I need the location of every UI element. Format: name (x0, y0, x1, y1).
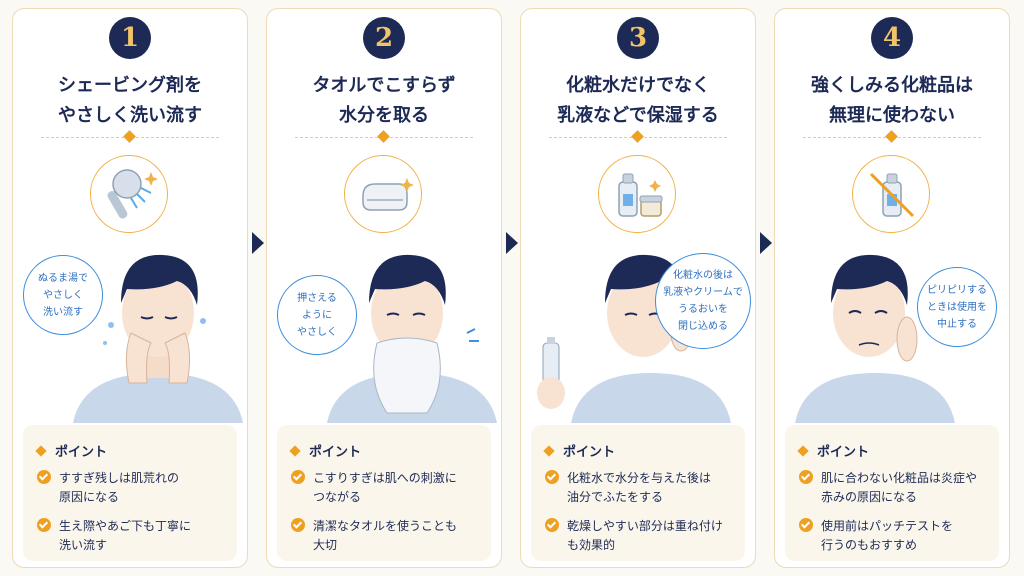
point-item: 乾燥しやすい部分は重ね付けも効果的 (545, 517, 745, 555)
step-title-1: シェービング剤を やさしく洗い流す (58, 75, 202, 126)
man-patting-towel (327, 254, 497, 423)
step-number-4: 4 (871, 17, 913, 59)
check-icon (545, 518, 559, 532)
step-card-1: 1 シェービング剤を やさしく洗い流す ぬるま湯で やさしく 洗い流す ポイント… (12, 8, 248, 568)
points-box-1: ポイント すすぎ残しは肌荒れの原因になる 生え際やあご下も丁寧に洗い流す (23, 425, 237, 561)
man-rinsing-face (73, 254, 243, 423)
step-number-3: 3 (617, 17, 659, 59)
shower-icon (90, 155, 168, 233)
divider-diamond-icon (123, 130, 136, 143)
check-icon (545, 470, 559, 484)
tip-bubble-3: 化粧水の後は 乳液やクリームで うるおいを 閉じ込める (655, 253, 751, 349)
points-header: ポイント (797, 441, 869, 460)
point-item: 化粧水で水分を与えた後は油分でふたをする (545, 469, 745, 507)
diamond-icon (543, 445, 555, 457)
check-icon (291, 518, 305, 532)
point-item: 使用前はパッチテストを行うのもおすすめ (799, 517, 999, 555)
chevron-right-icon (252, 232, 264, 254)
towel-icon (344, 155, 422, 233)
points-header: ポイント (543, 441, 615, 460)
divider-diamond-icon (885, 130, 898, 143)
step-card-4: 4 強くしみる化粧品は 無理に使わない ピリピリする ときは使用を 中止する ポ… (774, 8, 1010, 568)
point-item: すすぎ残しは肌荒れの原因になる (37, 469, 237, 507)
points-header: ポイント (35, 441, 107, 460)
step-number-1: 1 (109, 17, 151, 59)
check-icon (799, 518, 813, 532)
check-icon (799, 470, 813, 484)
check-icon (291, 470, 305, 484)
points-box-3: ポイント 化粧水で水分を与えた後は油分でふたをする 乾燥しやすい部分は重ね付けも… (531, 425, 745, 561)
step-title-3: 化粧水だけでなく 乳液などで保湿する (557, 75, 719, 126)
step-card-3: 3 化粧水だけでなく 乳液などで保湿する 化粧水の後は 乳液やクリームで うるお… (520, 8, 756, 568)
step-number-2: 2 (363, 17, 405, 59)
tip-bubble-4: ピリピリする ときは使用を 中止する (917, 267, 997, 347)
man-worried-skin (795, 254, 955, 423)
diamond-icon (289, 445, 301, 457)
point-item: こすりすぎは肌への刺激につながる (291, 469, 491, 507)
chevron-right-icon (506, 232, 518, 254)
diamond-icon (797, 445, 809, 457)
points-box-2: ポイント こすりすぎは肌への刺激につながる 清潔なタオルを使うことも大切 (277, 425, 491, 561)
point-item: 肌に合わない化粧品は炎症や赤みの原因になる (799, 469, 999, 507)
step-card-2: 2 タオルでこすらず 水分を取る 押さえる ように やさしく ポイント こすりす… (266, 8, 502, 568)
tip-bubble-2: 押さえる ように やさしく (277, 275, 357, 355)
tip-bubble-1: ぬるま湯で やさしく 洗い流す (23, 255, 103, 335)
divider-diamond-icon (377, 130, 390, 143)
step-title-2: タオルでこすらず 水分を取る (312, 75, 456, 126)
check-icon (37, 518, 51, 532)
point-item: 生え際やあご下も丁寧に洗い流す (37, 517, 237, 555)
points-box-4: ポイント 肌に合わない化粧品は炎症や赤みの原因になる 使用前はパッチテストを行う… (785, 425, 999, 561)
step-title-4: 強くしみる化粧品は 無理に使わない (811, 75, 973, 126)
check-icon (37, 470, 51, 484)
points-header: ポイント (289, 441, 361, 460)
skincare-bottles-icon (598, 155, 676, 233)
point-item: 清潔なタオルを使うことも大切 (291, 517, 491, 555)
no-cosmetics-icon (852, 155, 930, 233)
divider-diamond-icon (631, 130, 644, 143)
diamond-icon (35, 445, 47, 457)
chevron-right-icon (760, 232, 772, 254)
